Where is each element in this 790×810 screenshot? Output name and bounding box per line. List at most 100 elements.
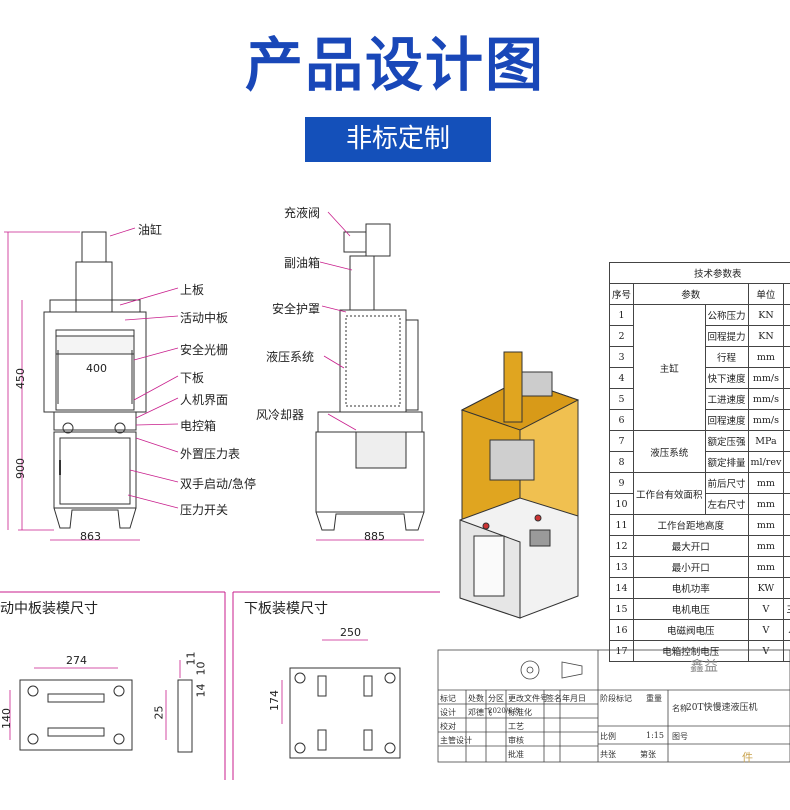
title-block-grid (437, 649, 790, 763)
spec-cell-no: 6 (608, 409, 635, 431)
spec-cell-unit: KN (747, 325, 785, 347)
label-hydraulic-system: 液压系统 (266, 350, 315, 364)
spec-cell-name: 左右尺寸 (704, 493, 749, 515)
spec-cell-unit: mm/s (747, 367, 785, 389)
spec-cell-value: DC24 (783, 640, 790, 662)
label-safety-guard: 安全护罩 (272, 302, 321, 316)
spec-cell-value: 3.75 (783, 577, 790, 599)
label-control-box: 电控箱 (180, 419, 217, 433)
spec-cell-no: 10 (608, 493, 635, 515)
spec-cell-unit: mm (747, 514, 785, 536)
spec-cell-unit: mm/s (747, 409, 785, 431)
spec-cell-no: 17 (608, 640, 635, 662)
spec-row: 1主缸公称压力KN200 (608, 304, 790, 431)
spec-cell-name: 最小开口 (633, 556, 749, 578)
spec-cell-no: 13 (608, 556, 635, 578)
spec-cell-value: 155 (783, 409, 790, 431)
spec-cell-name: 电箱控制电压 (633, 640, 749, 662)
spec-row: 14电机功率KW3.75 (608, 577, 790, 599)
spec-cell-value: 200 (783, 304, 790, 326)
dim-lower-250: 250 (340, 626, 361, 639)
spec-cell-value: AC220 (783, 619, 790, 641)
spec-header-unit: 单位 (747, 283, 785, 305)
tb-designer: 邓德飞 (468, 708, 492, 717)
tb-signature: 签名 (546, 694, 562, 703)
spec-cell-unit: ml/rev (747, 451, 785, 473)
spec-cell-name: 快下速度 (704, 367, 749, 389)
spec-cell-name: 行程 (704, 346, 749, 368)
spec-cell-name: 电机电压 (633, 598, 749, 620)
spec-cell-no: 1 (608, 304, 635, 326)
tb-process: 工艺 (508, 722, 524, 731)
tb-approve: 批准 (508, 750, 524, 759)
spec-cell-unit: MPa (747, 430, 785, 452)
label-air-cooler: 风冷却器 (256, 408, 305, 422)
label-moving-middle-plate: 活动中板 (180, 311, 229, 325)
spec-cell-unit: mm/s (747, 388, 785, 410)
spec-cell-value: 三相380 (783, 598, 790, 620)
spec-cell-unit: mm (747, 472, 785, 494)
tb-drawing-no: 图号 (672, 732, 688, 741)
label-hmi: 人机界面 (180, 393, 229, 407)
spec-table: 技术参数表 序号 参数 单位 参数 1主缸公称压力KN2002回程提力KN383… (608, 262, 790, 662)
spec-cell-name: 工作台距地高度 (633, 514, 749, 536)
spec-cell-name: 电机功率 (633, 577, 749, 599)
tb-total-sheets: 共张 (600, 750, 616, 759)
spec-cell-unit: KN (747, 304, 785, 326)
tb-design: 设计 (440, 708, 456, 717)
tb-review: 审核 (508, 736, 524, 745)
page-title: 产品设计图 (244, 31, 545, 99)
spec-cell-no: 9 (608, 472, 635, 494)
spec-row: 17电箱控制电压VDC24 (608, 640, 790, 662)
spec-cell-unit: V (747, 598, 785, 620)
label-prefill-valve: 充液阀 (284, 206, 321, 220)
tb-part: 件 (742, 751, 753, 764)
tb-standardization: 标准化 (508, 708, 532, 717)
spec-cell-unit: mm (747, 493, 785, 515)
front-view-drawing (4, 227, 179, 541)
spec-cell-value: 230 (783, 367, 790, 389)
middle-plate-title: 动中板装模尺寸 (0, 601, 98, 617)
spec-row: 7液压系统额定压强MPa21 (608, 430, 790, 473)
spec-cell-name: 额定压强 (704, 430, 749, 452)
spec-row: 10 左右尺寸mm400 (608, 493, 790, 515)
middle-plate-drawing (9, 660, 193, 753)
spec-cell-no: 11 (608, 514, 635, 536)
tb-name: 名称 (672, 704, 688, 713)
spec-cell-no: 15 (608, 598, 635, 620)
spec-cell-no: 5 (608, 388, 635, 410)
spec-cell-group: 液压系统 (633, 430, 706, 473)
spec-cell-no: 16 (608, 619, 635, 641)
spec-cell-value: 400 (783, 493, 790, 515)
spec-cell-name: 回程提力 (704, 325, 749, 347)
spec-cell-value: 400 (783, 346, 790, 368)
custom-badge: 非标定制 (305, 117, 491, 162)
dim-front-inner: 400 (86, 362, 107, 375)
label-safety-light-curtain: 安全光栅 (180, 343, 229, 357)
spec-table-title: 技术参数表 (608, 262, 790, 284)
tb-date: 年月日 (562, 694, 586, 703)
tb-count: 处数 (468, 694, 484, 703)
spec-cell-name: 前后尺寸 (704, 472, 749, 494)
spec-row: 2回程提力KN38 (608, 325, 790, 347)
label-aux-tank: 副油箱 (284, 256, 321, 270)
spec-cell-unit: V (747, 640, 785, 662)
tb-check: 校对 (440, 722, 456, 731)
label-lower-plate: 下板 (180, 371, 205, 385)
spec-cell-group: 工作台有效面积 (633, 472, 706, 515)
spec-row: 12最大开口mm450 (608, 535, 790, 557)
spec-row: 15电机电压V三相380 (608, 598, 790, 620)
tb-zone: 分区 (488, 694, 504, 703)
spec-cell-unit: mm (747, 346, 785, 368)
spec-cell-value: 900 (783, 514, 790, 536)
spec-table-body: 1主缸公称压力KN2002回程提力KN383行程mm4004快下速度mm/s23… (608, 304, 790, 662)
spec-cell-value: 12 (783, 451, 790, 473)
spec-row: 11工作台距地高度mm900 (608, 514, 790, 536)
spec-cell-name: 电磁阀电压 (633, 619, 749, 641)
label-upper-plate: 上板 (180, 283, 205, 297)
spec-row: 16电磁阀电压VAC220 (608, 619, 790, 641)
machine-3d-illustration (459, 351, 580, 619)
spec-cell-value: 450 (783, 535, 790, 557)
